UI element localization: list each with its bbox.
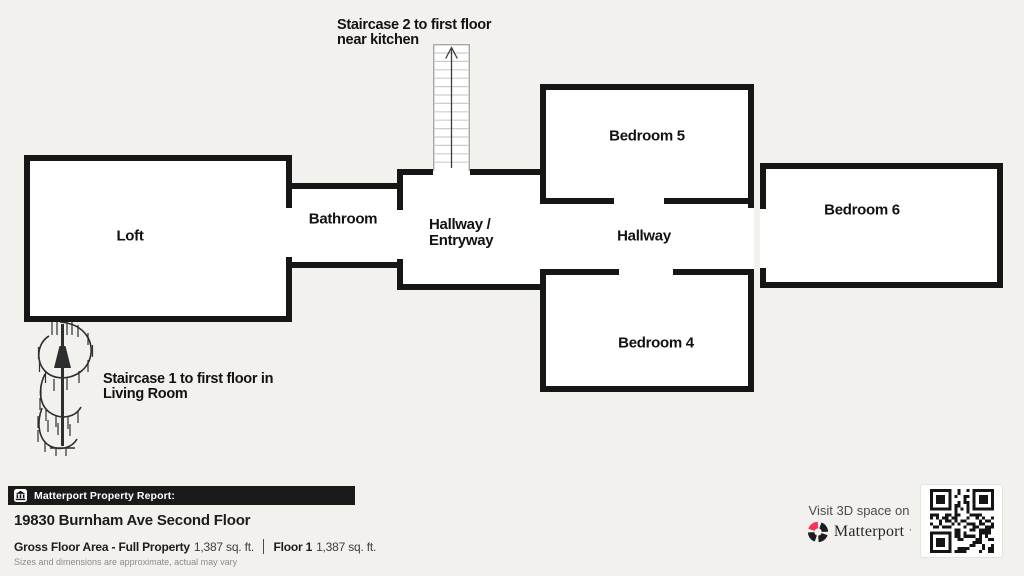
walls (24, 84, 1003, 392)
property-address: 19830 Burnham Ave Second Floor (14, 512, 251, 529)
room-label-hallway: Hallway (617, 227, 671, 245)
property-report-icon (14, 489, 27, 502)
report-bar-label: Matterport Property Report: (34, 489, 175, 502)
visit-3d-cta: Visit 3D space on Matterport ’ (794, 503, 924, 543)
floor-area-stats: Gross Floor Area - Full Property 1,387 s… (14, 539, 376, 554)
room-fills (24, 84, 1003, 392)
matterport-mark-icon (807, 521, 828, 543)
matterport-logo: Matterport ’ (794, 521, 924, 543)
floor-label: Floor 1 (273, 539, 313, 554)
staircase-1-spiral-graphic (37, 321, 94, 456)
report-header-bar: Matterport Property Report: (8, 486, 355, 505)
trademark-tick: ’ (909, 527, 912, 537)
matterport-wordmark: Matterport (833, 523, 905, 540)
staircase-2-graphic (433, 44, 470, 171)
qr-code (929, 489, 994, 553)
room-label-bedroom-6: Bedroom 6 (824, 201, 900, 219)
room-label-bedroom-4: Bedroom 4 (618, 334, 694, 352)
room-label-loft: Loft (116, 227, 144, 245)
gross-area-value: 1,387 sq. ft. (193, 539, 254, 554)
room-label-bathroom: Bathroom (308, 210, 378, 228)
qr-code-card (920, 484, 1003, 558)
disclaimer-text: Sizes and dimensions are approximate, ac… (14, 557, 238, 567)
room-label-hallway-entryway: Hallway / Entryway (429, 216, 494, 249)
annotation-staircase-1: Staircase 1 to first floor in Living Roo… (103, 371, 274, 402)
room-label-bedroom-5: Bedroom 5 (609, 127, 685, 145)
floor-value: 1,387 sq. ft. (316, 539, 377, 554)
gross-area-label: Gross Floor Area - Full Property (14, 539, 190, 554)
divider (262, 539, 265, 554)
annotation-staircase-2: Staircase 2 to first floor near kitchen (337, 17, 492, 48)
visit-3d-text: Visit 3D space on (808, 503, 910, 518)
